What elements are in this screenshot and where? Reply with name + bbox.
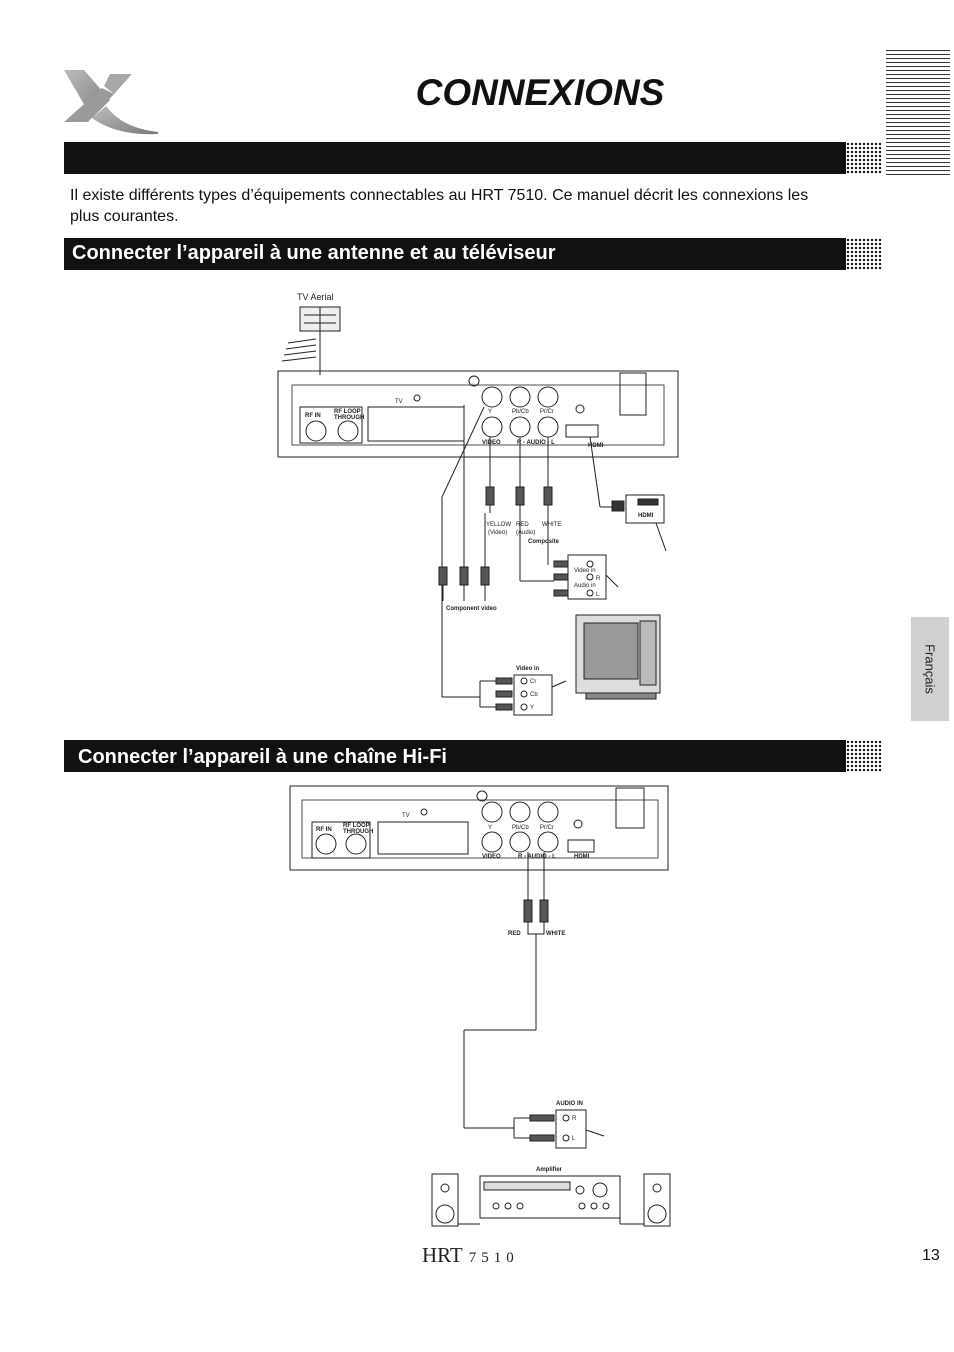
red-label-2: RED <box>508 931 521 937</box>
scart-port <box>367 406 465 442</box>
speaker-right-icon <box>643 1173 671 1227</box>
speaker-left-icon <box>431 1173 459 1227</box>
audio-r-label: R <box>596 576 601 582</box>
cb-label: Cb <box>530 692 538 698</box>
amplifier-label: Amplifier <box>536 1167 563 1173</box>
intro-text: Il existe différents types d’équipements… <box>70 187 809 225</box>
white-plug <box>539 899 549 923</box>
scart-port-2 <box>377 821 469 855</box>
audio-l-label-2: L <box>572 1136 576 1142</box>
audio-r-label-2: R <box>572 1116 577 1122</box>
page-number: 13 <box>922 1247 940 1264</box>
composite-cables <box>485 437 553 581</box>
y-port-label-2: Y <box>488 825 492 831</box>
red-label: RED <box>516 522 529 528</box>
receiver-back-panel-2 <box>289 785 669 871</box>
audio-port-label: R - AUDIO - L <box>517 440 555 446</box>
video-port-label-2: VIDEO <box>482 854 501 860</box>
audio-in-label: Audio in <box>574 583 596 589</box>
amp-audio-input <box>555 1109 587 1149</box>
cr-label: Cr <box>530 679 536 685</box>
audio-l-label: L <box>596 592 600 598</box>
hdmi-plug <box>611 500 625 512</box>
rf-loop-label-2: RF LOOP <box>343 823 370 829</box>
tv-hdmi-label: HDMI <box>638 513 654 519</box>
hifi-diagram: TV RF IN RF LOOP THROUGH Y Pb/Cb Pr/Cr V… <box>289 785 671 1227</box>
pb-port-label: Pb/Cb <box>512 409 529 415</box>
footer-model: HRT 7510 <box>422 1243 519 1268</box>
decorative-hatch <box>886 50 950 178</box>
audio-in-label-2: AUDIO IN <box>556 1101 583 1107</box>
antenna-tv-diagram: TV Aerial TV RF IN RF LOOP THROUGH Y Pb/… <box>277 292 679 716</box>
component-video-in-label: Video in <box>516 666 540 672</box>
audio-port-label-2: R - AUDIO - L <box>518 854 556 860</box>
y-port-label: Y <box>488 409 492 415</box>
rf-loop-label: RF LOOP <box>334 409 361 415</box>
tv-component-input <box>513 674 553 716</box>
video-port-label: VIDEO <box>482 440 501 446</box>
bar-dots <box>846 238 882 270</box>
aerial-rods <box>281 338 317 362</box>
receiver-back-panel <box>277 370 679 458</box>
rf-loop-port <box>337 420 359 442</box>
section-heading-bar-1: Connecter l’appareil à une antenne et au… <box>64 238 882 270</box>
yellow-label: YELLOW <box>486 522 511 528</box>
section-heading-2: Connecter l’appareil à une chaîne Hi-Fi <box>78 746 447 768</box>
tv-port-label-2: TV <box>402 813 410 819</box>
footer-model-number: 7510 <box>468 1250 519 1266</box>
audio-paren-label: (Audio) <box>516 530 535 536</box>
pr-port-label-2: Pr/Cr <box>540 825 554 831</box>
video-in-label: Video in <box>574 568 596 574</box>
bar-dots <box>846 142 882 174</box>
rf-in-label-2: RF IN <box>316 827 332 833</box>
page-title: CONNEXIONS <box>415 72 665 113</box>
language-tab-label: Français <box>922 644 938 694</box>
red-plug <box>523 899 533 923</box>
white-label-2: WHITE <box>546 931 565 937</box>
rf-through-label: THROUGH <box>334 415 364 421</box>
header-bar <box>64 142 882 174</box>
pb-port-label-2: Pb/Cb <box>512 825 529 831</box>
video-paren-label: (Video) <box>488 530 507 536</box>
tv-port-label: TV <box>395 399 403 405</box>
white-label: WHITE <box>542 522 561 528</box>
brand-logo <box>64 70 158 135</box>
rf-in-label: RF IN <box>305 413 321 419</box>
y-in-label: Y <box>530 705 534 711</box>
hdmi-port-label: HDMI <box>588 443 604 449</box>
section-heading-1: Connecter l’appareil à une antenne et au… <box>72 242 556 264</box>
tv-hdmi-input <box>625 494 665 524</box>
rf-through-label-2: THROUGH <box>343 829 373 835</box>
component-plugs <box>438 566 490 601</box>
section-heading-bar-2: Connecter l’appareil à une chaîne Hi-Fi <box>64 740 882 772</box>
rf-in-port <box>305 420 327 442</box>
component-video-label: Component video <box>446 606 497 612</box>
pr-port-label: Pr/Cr <box>540 409 554 415</box>
tv-set-icon <box>575 614 661 700</box>
language-tab: Français <box>911 617 949 721</box>
amplifier-icon <box>479 1175 621 1219</box>
bar-dots <box>846 740 882 772</box>
hdmi-port <box>565 424 599 438</box>
hdmi-port-label-2: HDMI <box>574 854 590 860</box>
composite-label: Composite <box>528 539 560 545</box>
tv-aerial-label: TV Aerial <box>297 292 334 302</box>
footer-model-name: HRT <box>422 1243 463 1267</box>
